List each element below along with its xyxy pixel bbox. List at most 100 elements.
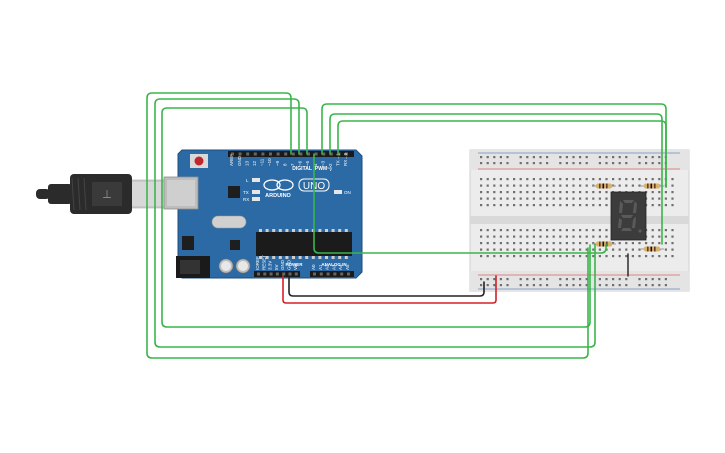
breadboard-hole[interactable] bbox=[598, 191, 601, 194]
breadboard-hole[interactable] bbox=[486, 235, 489, 238]
breadboard-hole[interactable] bbox=[539, 204, 542, 207]
rail-hole[interactable] bbox=[612, 278, 615, 281]
breadboard-hole[interactable] bbox=[559, 255, 562, 258]
breadboard-hole[interactable] bbox=[598, 229, 601, 232]
digital-pin-hole[interactable] bbox=[253, 152, 257, 156]
rail-hole[interactable] bbox=[598, 156, 601, 159]
rail-hole[interactable] bbox=[546, 162, 549, 165]
breadboard-hole[interactable] bbox=[664, 235, 667, 238]
breadboard-hole[interactable] bbox=[546, 248, 549, 251]
breadboard-hole[interactable] bbox=[664, 255, 667, 258]
breadboard-hole[interactable] bbox=[539, 197, 542, 200]
rail-hole[interactable] bbox=[645, 162, 648, 165]
breadboard-hole[interactable] bbox=[598, 248, 601, 251]
breadboard-hole[interactable] bbox=[625, 255, 628, 258]
breadboard-hole[interactable] bbox=[658, 178, 661, 181]
rail-hole[interactable] bbox=[480, 278, 483, 281]
breadboard-hole[interactable] bbox=[480, 204, 483, 207]
rail-hole[interactable] bbox=[625, 162, 628, 165]
breadboard-hole[interactable] bbox=[493, 204, 496, 207]
digital-pin-hole[interactable] bbox=[261, 152, 265, 156]
rail-hole[interactable] bbox=[579, 284, 582, 287]
breadboard-hole[interactable] bbox=[664, 242, 667, 245]
wire-green-4[interactable] bbox=[321, 103, 667, 188]
breadboard-hole[interactable] bbox=[638, 248, 641, 251]
breadboard-hole[interactable] bbox=[565, 191, 568, 194]
rail-hole[interactable] bbox=[532, 278, 535, 281]
rail-hole[interactable] bbox=[651, 278, 654, 281]
rail-hole[interactable] bbox=[493, 284, 496, 287]
rail-hole[interactable] bbox=[645, 284, 648, 287]
breadboard-hole[interactable] bbox=[480, 229, 483, 232]
breadboard-hole[interactable] bbox=[618, 255, 621, 258]
breadboard-hole[interactable] bbox=[618, 248, 621, 251]
rail-hole[interactable] bbox=[499, 156, 502, 159]
rail-hole[interactable] bbox=[572, 284, 575, 287]
breadboard-hole[interactable] bbox=[612, 242, 615, 245]
breadboard-hole[interactable] bbox=[493, 242, 496, 245]
breadboard-hole[interactable] bbox=[546, 184, 549, 187]
breadboard-hole[interactable] bbox=[493, 197, 496, 200]
breadboard-hole[interactable] bbox=[513, 242, 516, 245]
breadboard-hole[interactable] bbox=[532, 229, 535, 232]
breadboard-hole[interactable] bbox=[546, 242, 549, 245]
rail-hole[interactable] bbox=[638, 284, 641, 287]
digital-pin-hole[interactable] bbox=[337, 152, 341, 156]
power-pin-hole[interactable] bbox=[288, 272, 292, 276]
breadboard-hole[interactable] bbox=[506, 204, 509, 207]
breadboard-hole[interactable] bbox=[572, 178, 575, 181]
rail-hole[interactable] bbox=[598, 162, 601, 165]
rail-hole[interactable] bbox=[638, 278, 641, 281]
rail-hole[interactable] bbox=[598, 278, 601, 281]
breadboard-hole[interactable] bbox=[486, 255, 489, 258]
breadboard-hole[interactable] bbox=[513, 197, 516, 200]
analog-pin-hole[interactable] bbox=[319, 272, 323, 276]
breadboard-hole[interactable] bbox=[499, 229, 502, 232]
breadboard-hole[interactable] bbox=[625, 184, 628, 187]
breadboard-hole[interactable] bbox=[572, 204, 575, 207]
digital-pin-hole[interactable] bbox=[345, 152, 348, 156]
rail-hole[interactable] bbox=[493, 278, 496, 281]
breadboard-hole[interactable] bbox=[519, 242, 522, 245]
breadboard-hole[interactable] bbox=[480, 255, 483, 258]
breadboard-hole[interactable] bbox=[559, 191, 562, 194]
breadboard-hole[interactable] bbox=[513, 184, 516, 187]
rail-hole[interactable] bbox=[486, 156, 489, 159]
breadboard-hole[interactable] bbox=[671, 204, 674, 207]
digital-pin-hole[interactable] bbox=[276, 152, 280, 156]
rail-hole[interactable] bbox=[612, 284, 615, 287]
breadboard-hole[interactable] bbox=[625, 242, 628, 245]
breadboard-hole[interactable] bbox=[526, 229, 529, 232]
rail-hole[interactable] bbox=[532, 156, 535, 159]
rail-hole[interactable] bbox=[559, 278, 562, 281]
breadboard-hole[interactable] bbox=[631, 255, 634, 258]
rail-hole[interactable] bbox=[546, 284, 549, 287]
breadboard-hole[interactable] bbox=[671, 242, 674, 245]
rail-hole[interactable] bbox=[493, 156, 496, 159]
breadboard-hole[interactable] bbox=[579, 255, 582, 258]
breadboard-hole[interactable] bbox=[499, 178, 502, 181]
breadboard-hole[interactable] bbox=[664, 229, 667, 232]
rail-hole[interactable] bbox=[645, 156, 648, 159]
breadboard-hole[interactable] bbox=[486, 229, 489, 232]
breadboard-hole[interactable] bbox=[532, 204, 535, 207]
breadboard-hole[interactable] bbox=[651, 204, 654, 207]
rail-hole[interactable] bbox=[651, 284, 654, 287]
resistor[interactable] bbox=[640, 183, 664, 189]
breadboard-hole[interactable] bbox=[618, 242, 621, 245]
rail-hole[interactable] bbox=[565, 284, 568, 287]
rail-hole[interactable] bbox=[612, 156, 615, 159]
breadboard-hole[interactable] bbox=[559, 184, 562, 187]
breadboard-hole[interactable] bbox=[664, 191, 667, 194]
breadboard-hole[interactable] bbox=[559, 229, 562, 232]
breadboard-hole[interactable] bbox=[546, 197, 549, 200]
breadboard-hole[interactable] bbox=[486, 191, 489, 194]
breadboard-hole[interactable] bbox=[519, 229, 522, 232]
breadboard-hole[interactable] bbox=[539, 191, 542, 194]
breadboard-hole[interactable] bbox=[658, 191, 661, 194]
rail-hole[interactable] bbox=[546, 156, 549, 159]
breadboard-hole[interactable] bbox=[638, 255, 641, 258]
breadboard-hole[interactable] bbox=[486, 197, 489, 200]
rail-hole[interactable] bbox=[526, 278, 529, 281]
wire-green-6[interactable] bbox=[337, 120, 667, 188]
